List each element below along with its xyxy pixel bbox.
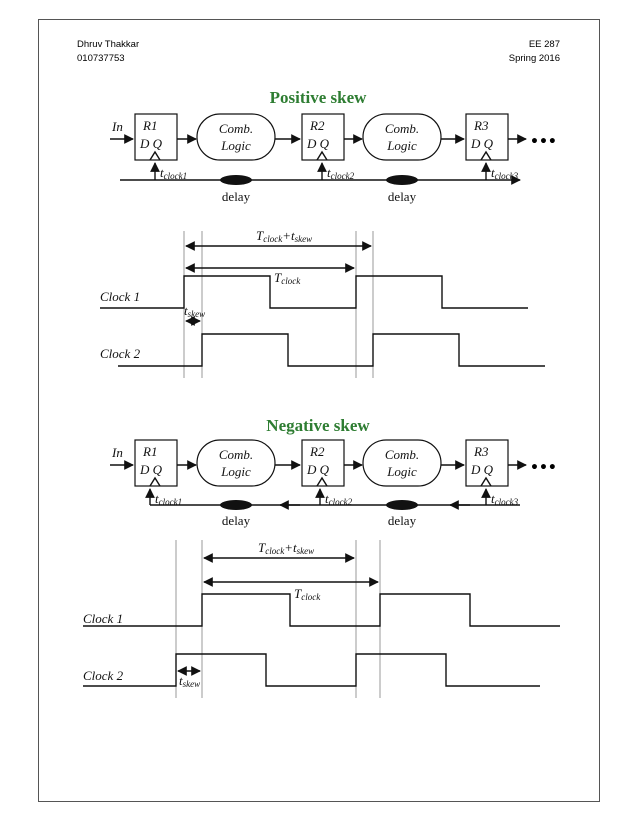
clock2-waveform bbox=[83, 653, 540, 687]
delay-element-1 bbox=[220, 500, 252, 510]
delay-label-2: delay bbox=[388, 513, 417, 528]
register-r1-ports: D Q bbox=[139, 136, 163, 151]
clock2-label: Clock 2 bbox=[83, 668, 124, 683]
clock1-waveform bbox=[83, 593, 560, 627]
comb-logic-2 bbox=[362, 113, 442, 161]
comb-logic-2 bbox=[362, 439, 442, 487]
comb-logic-2-line2: Logic bbox=[386, 464, 417, 479]
comb-logic-1-line2: Logic bbox=[220, 464, 251, 479]
tclock1-label: tclock1 bbox=[160, 165, 187, 181]
comb-logic-2-line1: Comb. bbox=[385, 121, 419, 136]
period-label: Tclock bbox=[274, 270, 301, 286]
delay-label-1: delay bbox=[222, 513, 251, 528]
page-border bbox=[38, 19, 600, 802]
register-r3 bbox=[465, 439, 509, 487]
register-r3-name: R3 bbox=[473, 444, 489, 459]
period-plus-skew-label: Tclock+tskew bbox=[256, 228, 312, 244]
register-r3-ports: D Q bbox=[470, 136, 494, 151]
student-id: 010737753 bbox=[77, 53, 125, 64]
term: Spring 2016 bbox=[508, 53, 560, 64]
register-r1-name: R1 bbox=[142, 118, 157, 133]
delay-element-2 bbox=[386, 500, 418, 510]
clock-triangle bbox=[316, 476, 328, 487]
course-code: EE 287 bbox=[528, 39, 560, 50]
register-r2-ports: D Q bbox=[306, 136, 330, 151]
period-label: Tclock bbox=[294, 586, 321, 602]
register-r1-name: R1 bbox=[142, 444, 157, 459]
delay-label-1: delay bbox=[222, 189, 251, 204]
comb-logic-2-line1: Comb. bbox=[385, 447, 419, 462]
comb-logic-1-line1: Comb. bbox=[219, 447, 253, 462]
author-name: Dhruv Thakkar bbox=[77, 39, 140, 50]
clock-triangle bbox=[480, 150, 492, 161]
delay-element-1 bbox=[220, 175, 252, 185]
register-r3-ports: D Q bbox=[470, 462, 494, 477]
input-label: In bbox=[111, 119, 123, 134]
tclock1-label: tclock1 bbox=[155, 491, 182, 507]
positive-skew-section: Positive skew In R1 D Q Comb. Logic R2 D… bbox=[100, 88, 557, 378]
skew-label: tskew bbox=[184, 303, 205, 319]
clock-triangle bbox=[480, 476, 492, 487]
tclock2-label: tclock2 bbox=[325, 491, 353, 507]
comb-logic-1 bbox=[196, 113, 276, 161]
clock1-label: Clock 1 bbox=[100, 289, 140, 304]
ellipsis: ••• bbox=[530, 460, 557, 476]
tclock3-label: tclock3 bbox=[491, 491, 519, 507]
comb-logic-1 bbox=[196, 439, 276, 487]
header-left: Dhruv Thakkar 010737753 bbox=[77, 38, 139, 66]
clock2-label: Clock 2 bbox=[100, 346, 141, 361]
clock-triangle bbox=[149, 476, 161, 487]
tclock3-label: tclock3 bbox=[491, 165, 519, 181]
skew-label: tskew bbox=[179, 673, 200, 689]
negative-skew-section: Negative skew In R1 D Q Comb. Logic R2 D… bbox=[83, 416, 560, 698]
clock1-waveform bbox=[100, 275, 528, 309]
negative-skew-title: Negative skew bbox=[266, 416, 370, 435]
comb-logic-1-line2: Logic bbox=[220, 138, 251, 153]
register-r1-ports: D Q bbox=[139, 462, 163, 477]
period-plus-skew-label: Tclock+tskew bbox=[258, 540, 314, 556]
clock2-waveform bbox=[118, 333, 545, 367]
ellipsis: ••• bbox=[530, 134, 557, 150]
register-r2-ports: D Q bbox=[306, 462, 330, 477]
clock-triangle bbox=[149, 150, 161, 161]
header-right: EE 287 Spring 2016 bbox=[509, 38, 560, 66]
positive-skew-title: Positive skew bbox=[270, 88, 368, 107]
clock-triangle bbox=[316, 150, 328, 161]
clock1-label: Clock 1 bbox=[83, 611, 123, 626]
register-r2-name: R2 bbox=[309, 118, 325, 133]
comb-logic-1-line1: Comb. bbox=[219, 121, 253, 136]
register-r3-name: R3 bbox=[473, 118, 489, 133]
input-label: In bbox=[111, 445, 123, 460]
comb-logic-2-line2: Logic bbox=[386, 138, 417, 153]
register-r2-name: R2 bbox=[309, 444, 325, 459]
tclock2-label: tclock2 bbox=[327, 165, 355, 181]
delay-element-2 bbox=[386, 175, 418, 185]
delay-label-2: delay bbox=[388, 189, 417, 204]
